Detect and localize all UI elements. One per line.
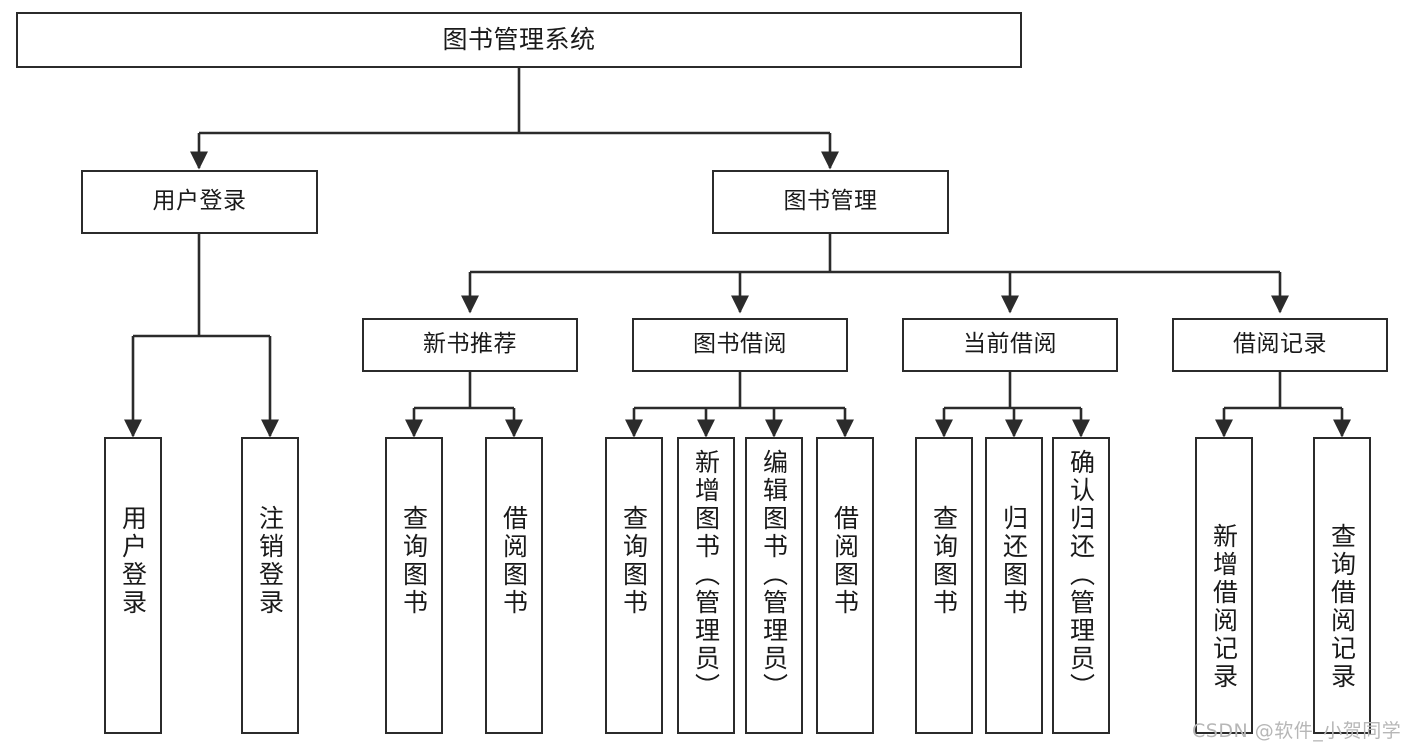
node-label: 当前借阅 [963, 331, 1057, 358]
node-label: 归还图书 [999, 505, 1029, 617]
node-label: 确认归还（管理员） [1066, 449, 1096, 701]
csdn-watermark: CSDN @软件_小贺同学 [1192, 720, 1402, 742]
leaf-add-borrow-record[interactable]: 新增借阅记录 [1195, 437, 1253, 734]
node-root-book-management-system[interactable]: 图书管理系统 [16, 12, 1022, 68]
node-label: 用户登录 [152, 188, 247, 215]
node-label: 查询图书 [929, 505, 959, 617]
leaf-user-login[interactable]: 用户登录 [104, 437, 162, 734]
node-borrow-record[interactable]: 借阅记录 [1172, 318, 1388, 372]
leaf-edit-book-admin[interactable]: 编辑图书（管理员） [745, 437, 803, 734]
node-label: 借阅记录 [1233, 331, 1327, 358]
node-label: 查询图书 [619, 505, 649, 617]
leaf-query-borrow-record[interactable]: 查询借阅记录 [1313, 437, 1371, 734]
leaf-return-book[interactable]: 归还图书 [985, 437, 1043, 734]
node-label: 图书管理系统 [442, 25, 596, 55]
node-label: 查询图书 [399, 505, 429, 617]
node-user-login[interactable]: 用户登录 [81, 170, 318, 234]
node-label: 借阅图书 [830, 505, 860, 617]
node-label: 借阅图书 [499, 505, 529, 617]
node-label: 图书借阅 [693, 331, 787, 358]
node-label: 新增图书（管理员） [691, 449, 721, 701]
leaf-borrow-book[interactable]: 借阅图书 [816, 437, 874, 734]
node-book-borrow[interactable]: 图书借阅 [632, 318, 848, 372]
node-label: 查询借阅记录 [1327, 523, 1357, 691]
leaf-query-book-current[interactable]: 查询图书 [915, 437, 973, 734]
node-book-manage[interactable]: 图书管理 [712, 170, 949, 234]
node-label: 图书管理 [783, 188, 878, 215]
leaf-borrow-book-new-rec[interactable]: 借阅图书 [485, 437, 543, 734]
leaf-add-book-admin[interactable]: 新增图书（管理员） [677, 437, 735, 734]
node-current-borrow[interactable]: 当前借阅 [902, 318, 1118, 372]
leaf-confirm-return-admin[interactable]: 确认归还（管理员） [1052, 437, 1110, 734]
node-label: 用户登录 [118, 505, 148, 617]
leaf-user-logout[interactable]: 注销登录 [241, 437, 299, 734]
node-label: 新书推荐 [423, 331, 517, 358]
leaf-query-book-new-rec[interactable]: 查询图书 [385, 437, 443, 734]
node-label: 编辑图书（管理员） [759, 449, 789, 701]
node-new-book-recommendation[interactable]: 新书推荐 [362, 318, 578, 372]
node-label: 新增借阅记录 [1209, 523, 1239, 691]
node-label: 注销登录 [255, 505, 285, 617]
leaf-query-book-borrow[interactable]: 查询图书 [605, 437, 663, 734]
